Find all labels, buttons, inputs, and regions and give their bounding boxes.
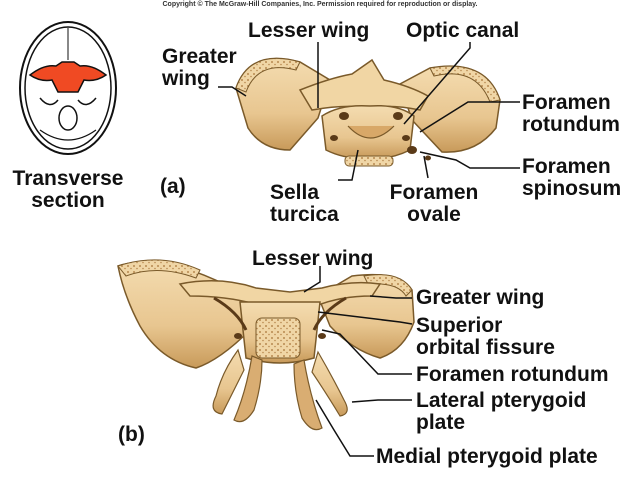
label-foramen-spinosum-line2: spinosum — [522, 177, 622, 200]
label-foramen-spinosum: Foramen spinosum — [522, 156, 621, 200]
label-foramen-ovale-line1: Foramen — [389, 181, 479, 204]
sphenoid-highlight — [28, 61, 108, 93]
label-foramen-rotundum-a: Foramen rotundum — [522, 92, 620, 136]
panel-b-tag: (b) — [118, 423, 145, 446]
label-sella-turcica-line2: turcica — [270, 203, 339, 226]
sphenoid-posterior-view — [117, 259, 415, 431]
label-lateral-pterygoid-plate-line2: plate — [416, 411, 466, 434]
label-lesser-wing-b: Lesser wing — [252, 247, 374, 270]
label-greater-wing-a-line1: Greater — [162, 45, 237, 68]
label-optic-canal: Optic canal — [406, 19, 520, 42]
panel-a-tag: (a) — [160, 175, 186, 198]
label-superior-orbital-fissure-line2: orbital fissure — [416, 336, 555, 359]
inset-caption-line1: Transverse — [12, 167, 124, 190]
label-foramen-rotundum-a-line2: rotundum — [522, 113, 620, 136]
label-sella-turcica-line1: Sella — [270, 181, 320, 204]
inset-caption-line2: section — [31, 189, 105, 212]
label-greater-wing-b: Greater wing — [416, 286, 545, 309]
inset-caption: Transverse section — [0, 168, 136, 212]
leader-lines — [218, 42, 520, 457]
label-greater-wing-a-line2: wing — [162, 67, 210, 90]
copyright-notice: Copyright © The McGraw-Hill Companies, I… — [162, 1, 478, 8]
label-foramen-rotundum-a-line1: Foramen — [522, 91, 611, 114]
label-foramen-spinosum-line1: Foramen — [522, 155, 611, 178]
label-foramen-ovale: Foramen ovale — [378, 182, 490, 226]
label-greater-wing-a: Greater wing — [162, 46, 237, 90]
label-foramen-ovale-line2: ovale — [407, 203, 461, 226]
label-superior-orbital-fissure-line1: Superior — [416, 314, 503, 337]
skull-inset — [19, 21, 117, 155]
label-foramen-rotundum-b: Foramen rotundum — [416, 363, 609, 386]
label-superior-orbital-fissure: Superior orbital fissure — [416, 315, 555, 359]
sphenoid-superior-view — [235, 57, 501, 167]
label-sella-turcica: Sella turcica — [270, 182, 339, 226]
label-lateral-pterygoid-plate: Lateral pterygoid plate — [416, 390, 586, 434]
label-medial-pterygoid-plate: Medial pterygoid plate — [376, 445, 598, 468]
label-lesser-wing-a: Lesser wing — [248, 19, 370, 42]
label-lateral-pterygoid-plate-line1: Lateral pterygoid — [416, 389, 587, 412]
